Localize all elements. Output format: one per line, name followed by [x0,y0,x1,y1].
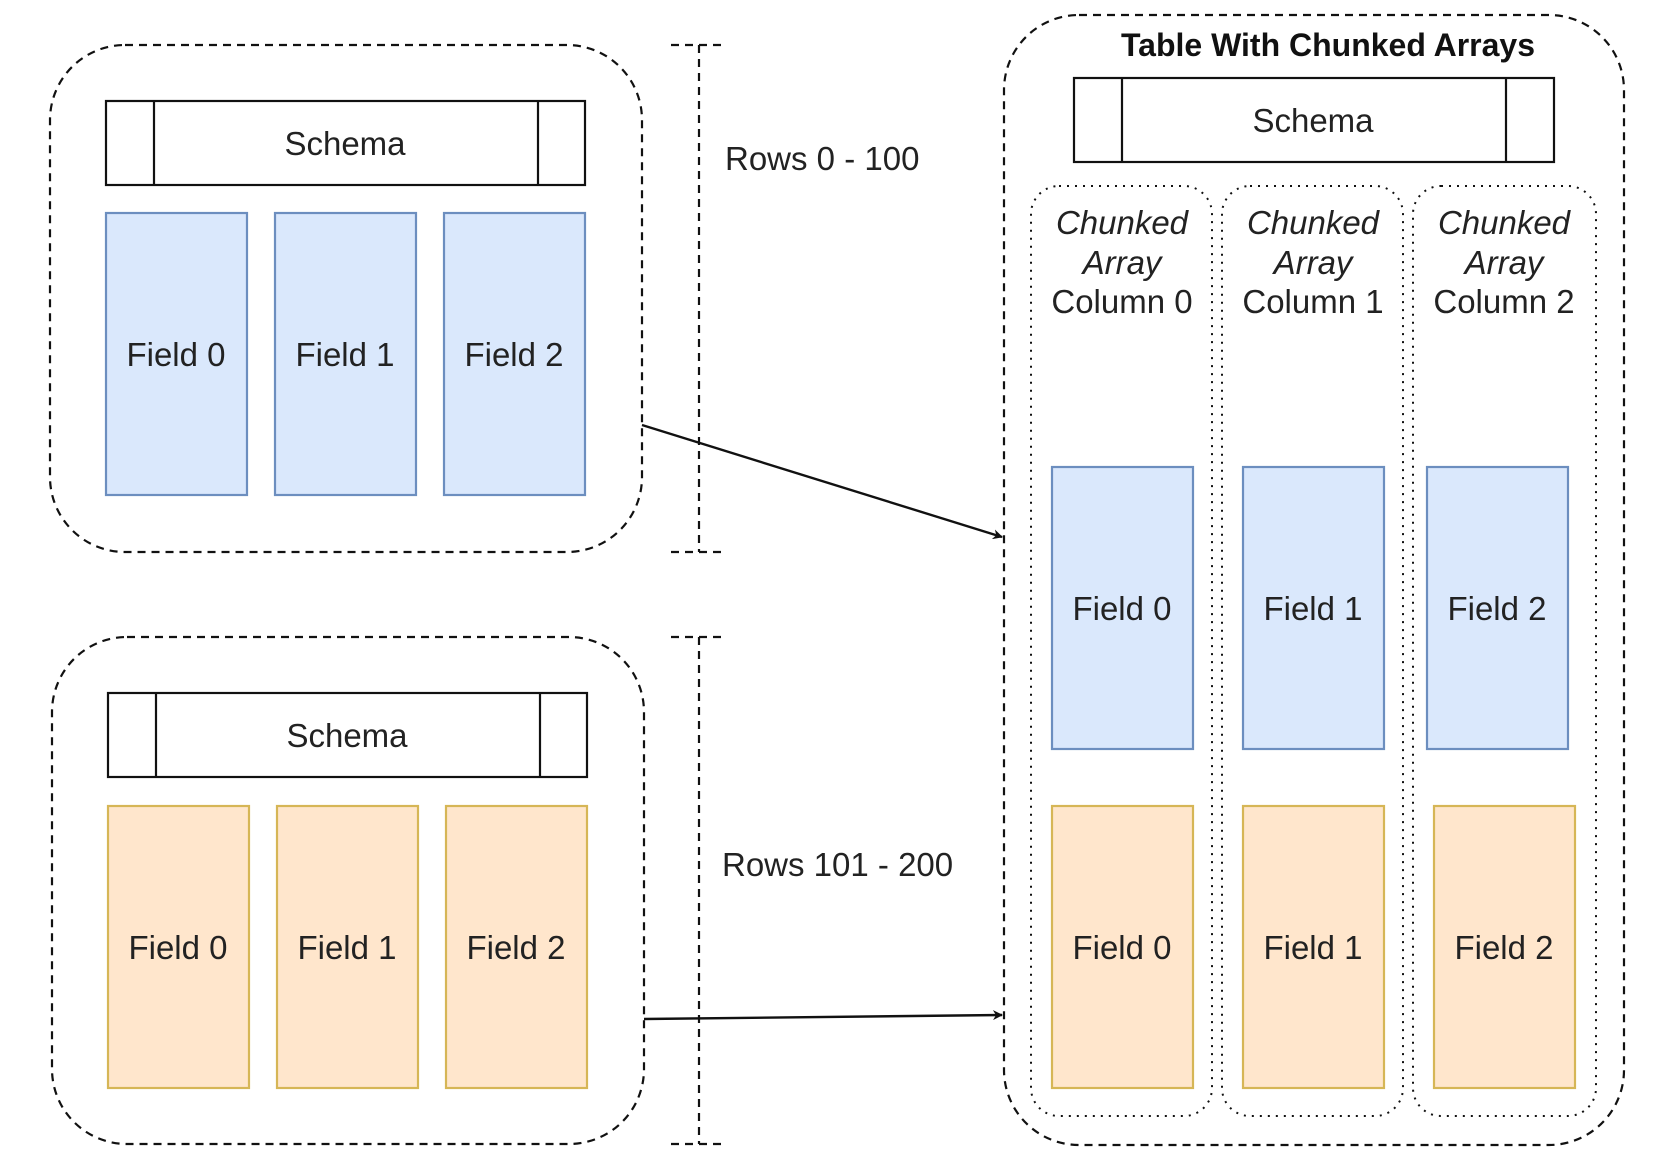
batch-2-field-2: Field 2 [444,804,589,1090]
column-1-chunk-1-label: Field 1 [1263,590,1362,627]
batch-1-field-2: Field 2 [442,211,587,497]
chunked-array-column-1: Chunked Array Column 1 Field 1 Field 1 [1221,185,1404,1117]
column-2-border [1412,185,1597,1117]
column-2-chunk-1-label: Field 2 [1447,590,1546,627]
chunked-table-title: Table With Chunked Arrays [1121,27,1535,63]
rows-bracket-1 [671,43,727,554]
column-0-header-line3: Column 0 [1051,283,1192,320]
column-1-chunk-1: Field 1 [1241,465,1386,751]
batch-1-field-0: Field 0 [104,211,249,497]
column-0-chunk-2: Field 0 [1050,804,1195,1090]
batch-1-schema-label: Schema [284,125,406,162]
column-1-header-line1: Chunked [1247,204,1381,241]
batch-1-field-1-label: Field 1 [295,336,394,373]
column-2-header-line3: Column 2 [1433,283,1574,320]
chunked-array-column-2: Chunked Array Column 2 Field 2 Field 2 [1412,185,1597,1117]
chunked-table-border [1002,13,1626,1147]
batch-2-schema-label: Schema [286,717,408,754]
column-2-chunk-2-label: Field 2 [1454,929,1553,966]
column-0-chunk-2-label: Field 0 [1072,929,1171,966]
column-0-header-line1: Chunked [1056,204,1190,241]
arrow-batch-1-to-table [641,423,1003,540]
batch-2-field-0: Field 0 [106,804,251,1090]
batch-2-field-1-label: Field 1 [297,929,396,966]
batch-1-field-2-label: Field 2 [464,336,563,373]
chunked-array-column-0: Chunked Array Column 0 Field 0 Field 0 [1030,185,1213,1117]
record-batch-1: Schema Field 0 Field 1 Field 2 [48,43,644,554]
column-2-header-line1: Chunked [1438,204,1572,241]
rows-bracket-2 [671,635,727,1146]
batch-2-field-0-label: Field 0 [128,929,227,966]
table-schema-label: Schema [1252,102,1374,139]
column-1-chunk-2-label: Field 1 [1263,929,1362,966]
batch-1-schema: Schema [104,99,587,187]
batch-2-schema: Schema [106,691,589,779]
column-0-chunk-1: Field 0 [1050,465,1195,751]
column-2-chunk-2: Field 2 [1432,804,1577,1090]
column-0-chunk-1-label: Field 0 [1072,590,1171,627]
batch-1-field-1: Field 1 [273,211,418,497]
rows-label-2: Rows 101 - 200 [722,846,953,883]
arrow-batch-2-to-table [643,1010,1003,1021]
rows-label-1: Rows 0 - 100 [725,140,919,177]
column-0-header-line2: Array [1081,244,1164,281]
batch-1-field-0-label: Field 0 [126,336,225,373]
batch-2-field-2-label: Field 2 [466,929,565,966]
column-1-chunk-2: Field 1 [1241,804,1386,1090]
column-1-header-line2: Array [1272,244,1355,281]
record-batch-2: Schema Field 0 Field 1 Field 2 [50,635,646,1146]
column-2-chunk-1: Field 2 [1425,465,1570,751]
batch-2-field-1: Field 1 [275,804,420,1090]
column-1-header-line3: Column 1 [1242,283,1383,320]
chunked-table: Table With Chunked Arrays Schema Chunked… [1002,13,1626,1147]
column-2-header-line2: Array [1463,244,1546,281]
table-schema: Schema [1072,76,1556,164]
